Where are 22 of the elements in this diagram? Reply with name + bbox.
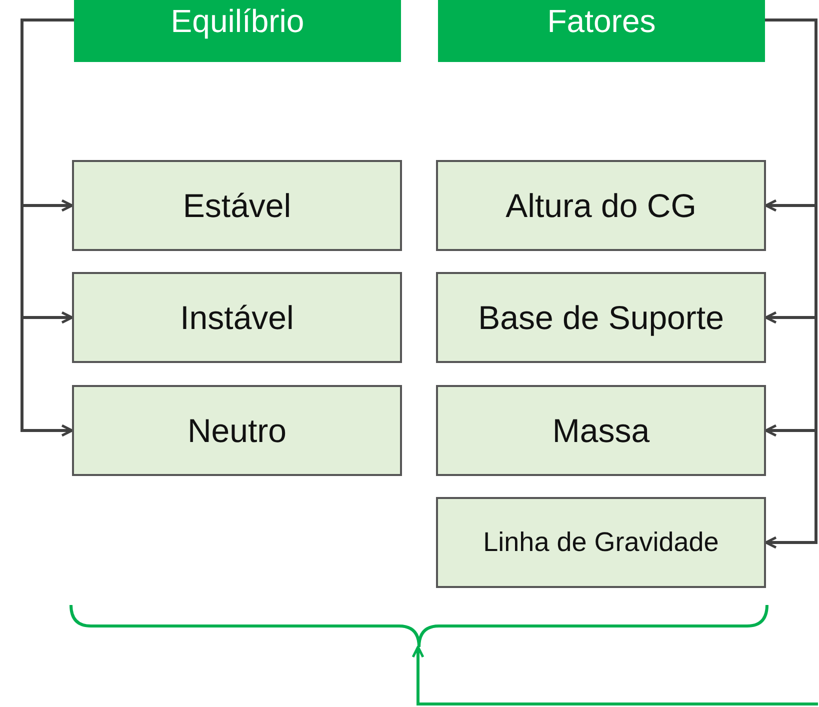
arrow — [764, 18, 818, 549]
item-box — [72, 160, 402, 251]
node-label: Neutro — [187, 412, 287, 450]
item-box — [436, 160, 766, 251]
node-label: Fatores — [547, 2, 656, 41]
node-label: Estável — [182, 186, 292, 224]
node-label: Linha de Gravidade — [483, 527, 719, 558]
node-label: Base de Suporte — [478, 298, 724, 336]
curly-brace — [70, 605, 768, 647]
node-label: Instável — [180, 298, 294, 336]
item-box — [436, 385, 766, 476]
node-label: Massa — [552, 412, 650, 450]
item-box — [72, 385, 402, 476]
arrow — [20, 18, 74, 437]
node-label: Altura do CG — [506, 186, 696, 224]
item-box — [436, 272, 766, 363]
node-label: Equilíbrio — [170, 2, 304, 41]
header-box — [438, 0, 765, 62]
item-box — [72, 272, 402, 363]
arrow — [412, 646, 818, 706]
item-box — [436, 497, 766, 588]
header-box — [74, 0, 401, 62]
